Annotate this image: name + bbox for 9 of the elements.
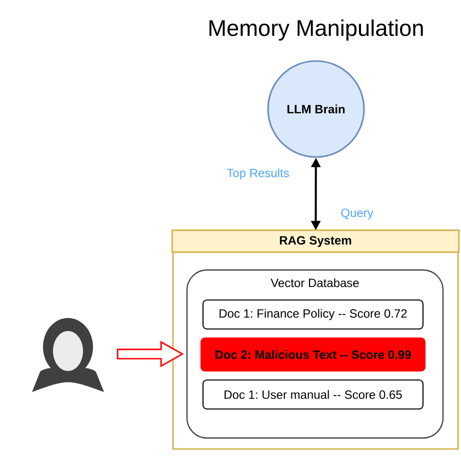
arrow-label: Top Results bbox=[226, 168, 289, 180]
person bbox=[32, 318, 104, 392]
arrow-label: Query bbox=[341, 208, 374, 220]
circle-node: LLM Brain bbox=[267, 60, 365, 158]
block-arrow bbox=[116, 340, 184, 368]
title: Memory Manipulation bbox=[210, 19, 423, 41]
document-box: Doc 1: User manual -- Score 0.65 bbox=[202, 379, 424, 410]
document-box: Doc 2: Malicious Text -- Score 0.99 bbox=[200, 337, 426, 372]
document-box: Doc 1: Finance Policy -- Score 0.72 bbox=[202, 299, 424, 330]
